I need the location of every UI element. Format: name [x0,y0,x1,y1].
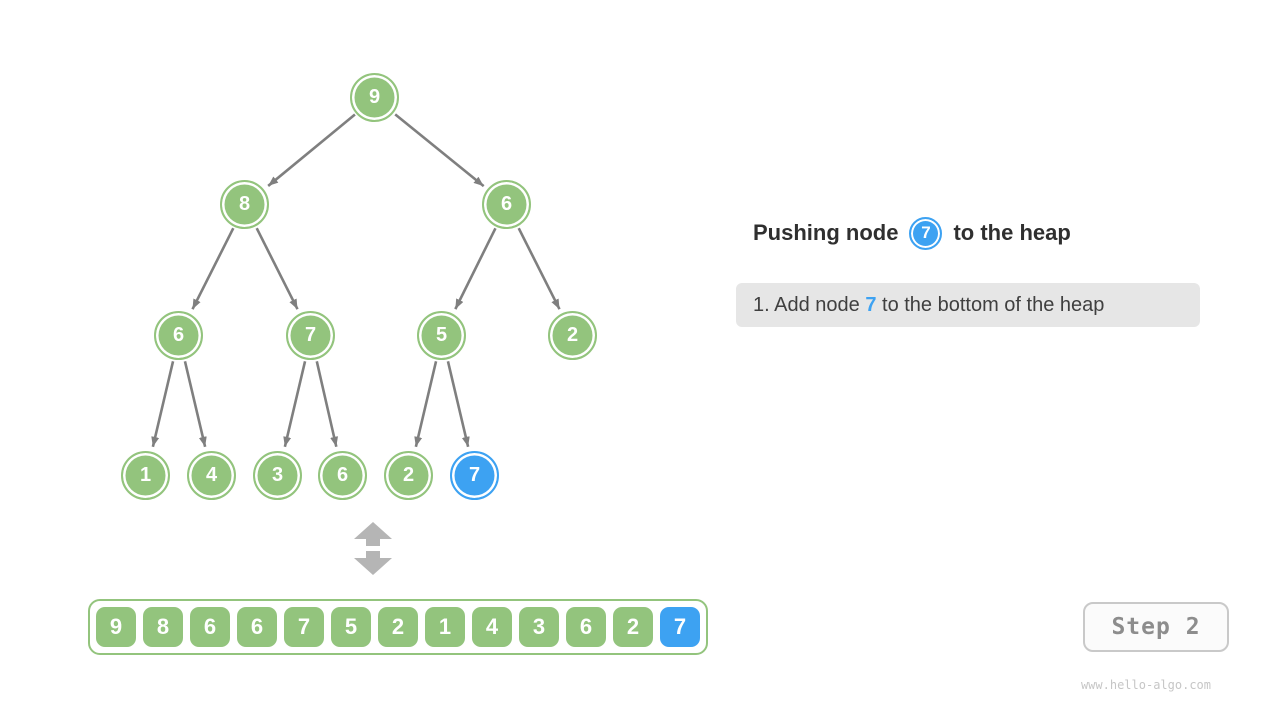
tree-edge [414,361,438,448]
array-cell: 6 [237,607,277,647]
instruction-node-number: 7 [865,293,877,316]
tree-edge [191,227,235,310]
array-cell: 5 [331,607,371,647]
array-cell: 7 [284,607,324,647]
tree-edge [394,113,485,188]
tree-node: 2 [548,311,597,360]
array-cell: 9 [96,607,136,647]
tree-node: 1 [121,451,170,500]
array-cell: 2 [378,607,418,647]
step-button[interactable]: Step 2 [1083,602,1229,652]
tree-node: 6 [482,180,531,229]
array-cell: 1 [425,607,465,647]
array-cell: 4 [472,607,512,647]
tree-node: 4 [187,451,236,500]
watermark: www.hello-algo.com [1080,678,1211,692]
caption-node-value: 7 [921,223,931,242]
instruction-prefix: 1. Add node [753,293,866,316]
caption: Pushing node 7 to the heap [753,212,1071,254]
tree-edge [454,227,497,310]
tree-array-swap-icon [354,522,392,575]
tree-node: 5 [417,311,466,360]
tree-node: 6 [318,451,367,500]
array-cell: 8 [143,607,183,647]
caption-node-badge: 7 [909,216,943,250]
tree-node: 7 [286,311,335,360]
caption-suffix: to the heap [953,220,1071,245]
caption-prefix: Pushing node [753,220,899,245]
tree-edge [315,361,338,448]
tree-node: 3 [253,451,302,500]
tree-edge [446,361,470,448]
tree-edge [183,361,207,448]
tree-node: 9 [350,73,399,122]
tree-node: 8 [220,180,269,229]
tree-node: 6 [154,311,203,360]
array-cell-highlighted: 7 [660,607,700,647]
array-cell: 6 [190,607,230,647]
array-cell: 2 [613,607,653,647]
instruction-suffix: to the bottom of the heap [876,293,1105,316]
tree-node-highlighted: 7 [450,451,499,500]
tree-edge [255,227,299,310]
tree-edge [517,227,561,310]
tree-node: 2 [384,451,433,500]
array-cell: 6 [566,607,606,647]
tree-edge [151,361,175,448]
tree-edge [283,361,307,448]
tree-edge [267,113,356,187]
array-cell: 3 [519,607,559,647]
instruction-box: 1. Add node 7 to the bottom of the heap [736,283,1200,327]
